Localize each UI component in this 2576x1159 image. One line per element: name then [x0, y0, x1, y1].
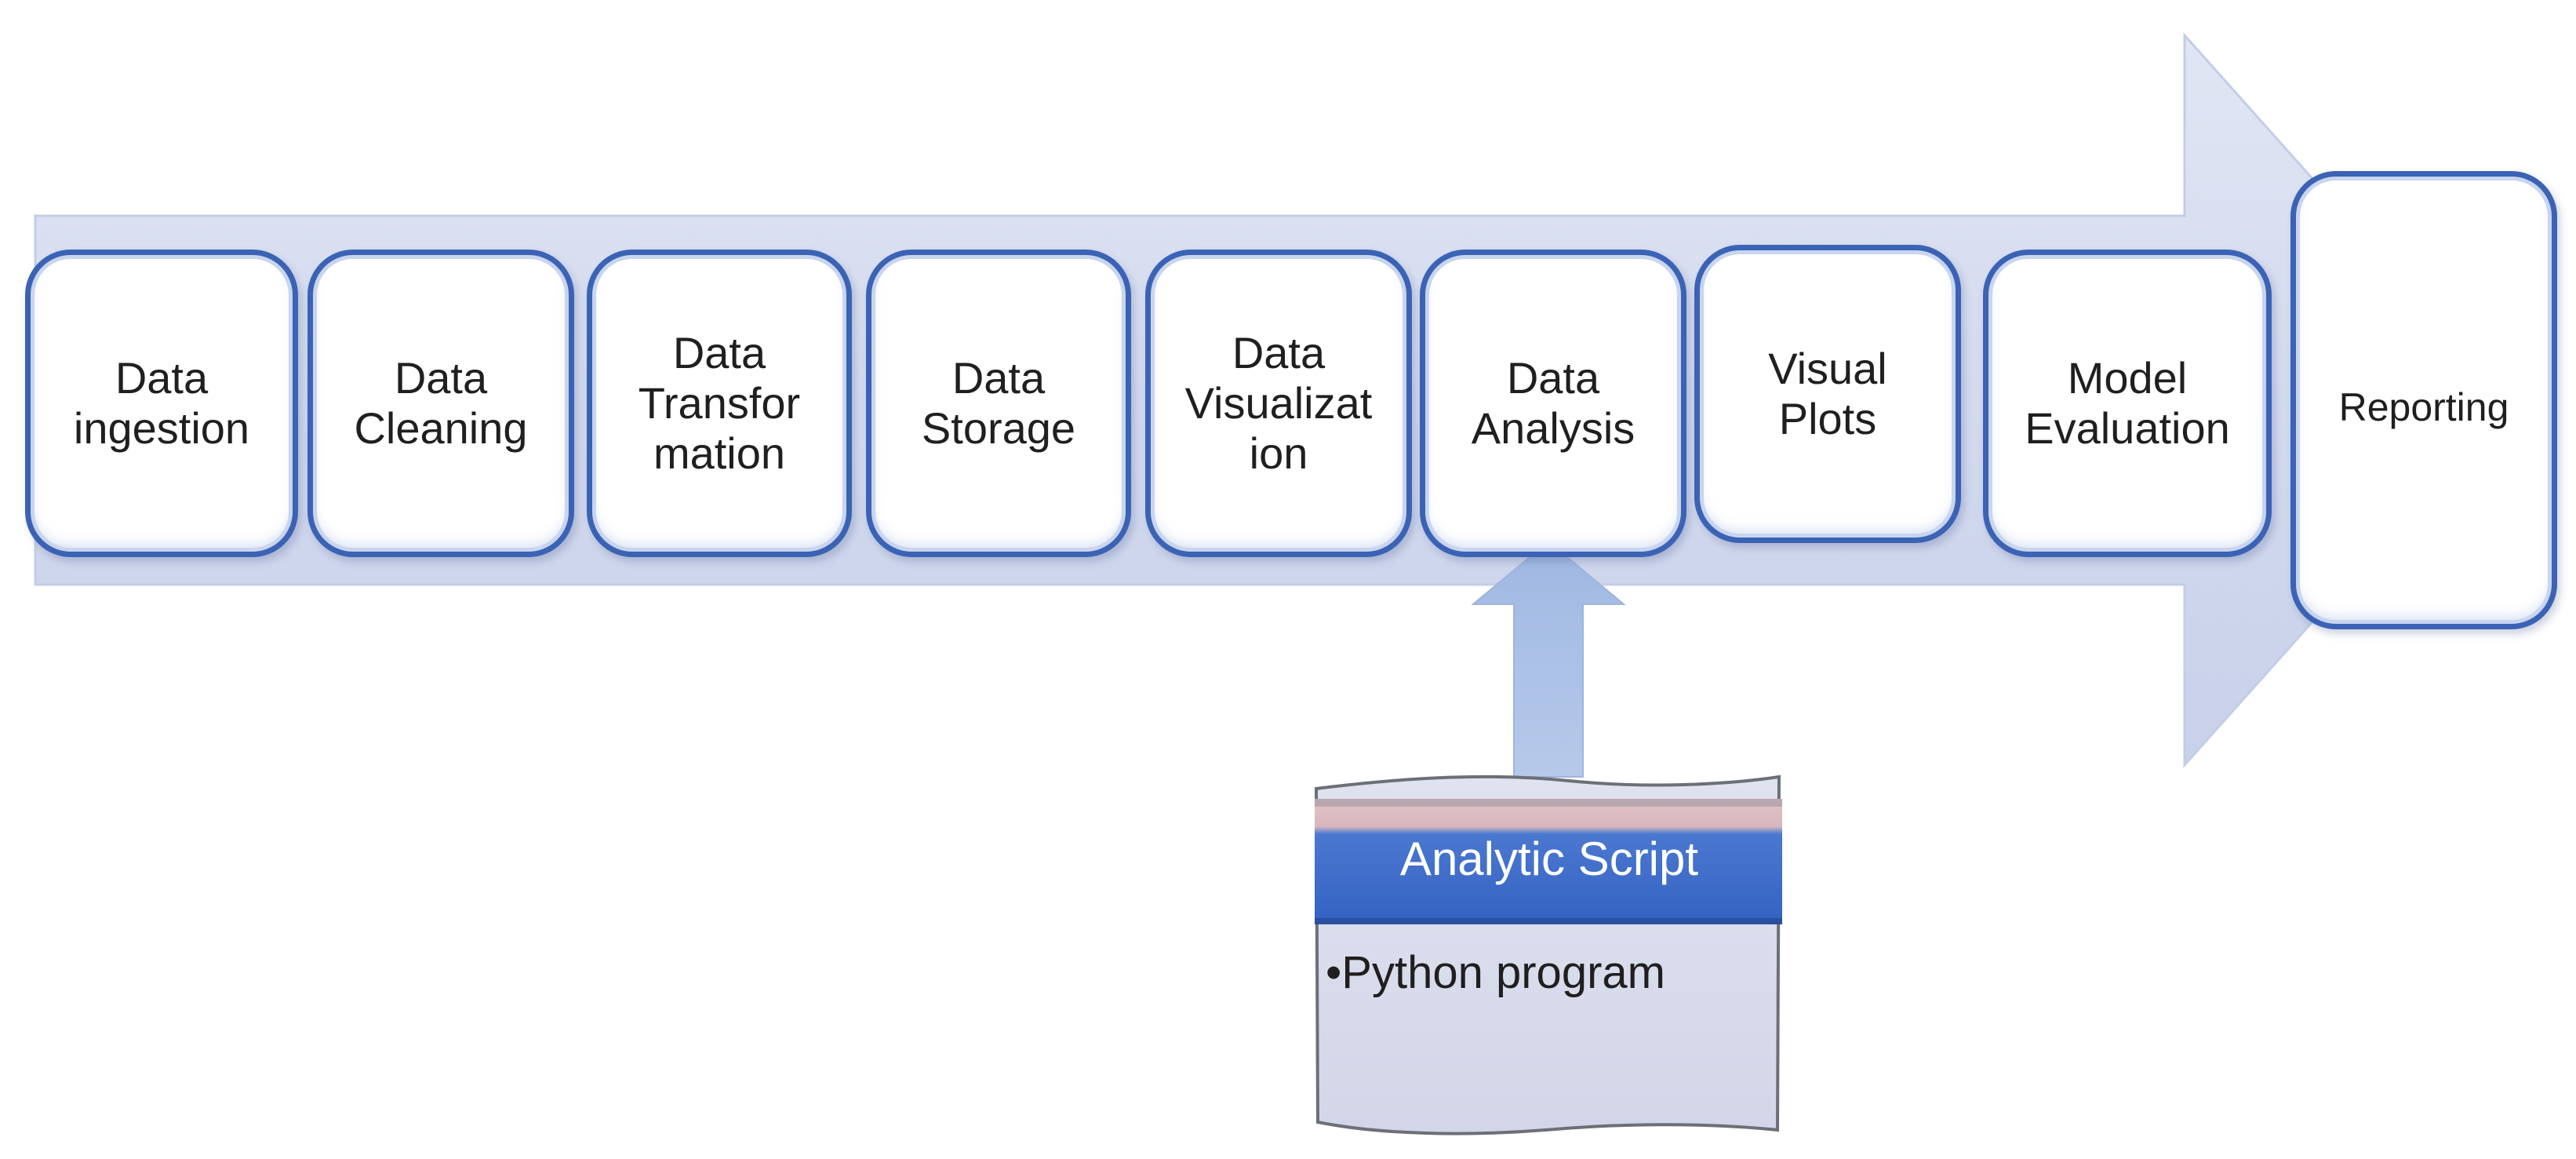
stage-data-visualization: Data Visualizat ion [1145, 250, 1412, 557]
stage-data-cleaning: Data Cleaning [307, 250, 574, 557]
stage-visual-plots: Visual Plots [1694, 245, 1961, 543]
stage-label: Data Cleaning [354, 353, 528, 453]
stage-model-evaluation: Model Evaluation [1983, 250, 2272, 557]
stage-label: Reporting [2338, 385, 2509, 429]
stage-data-ingestion: Data ingestion [25, 250, 298, 557]
script-title: Analytic Script [1399, 832, 1699, 885]
stage-label: Data Storage [921, 353, 1076, 453]
stage-reporting: Reporting [2290, 171, 2557, 629]
stage-label: Data ingestion [73, 353, 250, 453]
stage-label: Model Evaluation [2025, 353, 2230, 453]
stage-data-transformation: Data Transfor mation [587, 250, 852, 557]
stage-label: Visual Plots [1768, 344, 1887, 443]
script-bullet: •Python program [1326, 947, 1665, 998]
stage-data-analysis: Data Analysis [1420, 250, 1686, 557]
stage-data-storage: Data Storage [866, 250, 1131, 557]
stage-label: Data Analysis [1471, 353, 1635, 453]
header-bottom-edge [1315, 918, 1782, 924]
stage-label: Data Visualizat ion [1184, 328, 1373, 478]
up-arrow [1471, 540, 1626, 778]
script-header-band [1315, 799, 1782, 924]
stage-label: Data Transfor mation [638, 328, 801, 478]
header-top-edge [1315, 799, 1782, 807]
